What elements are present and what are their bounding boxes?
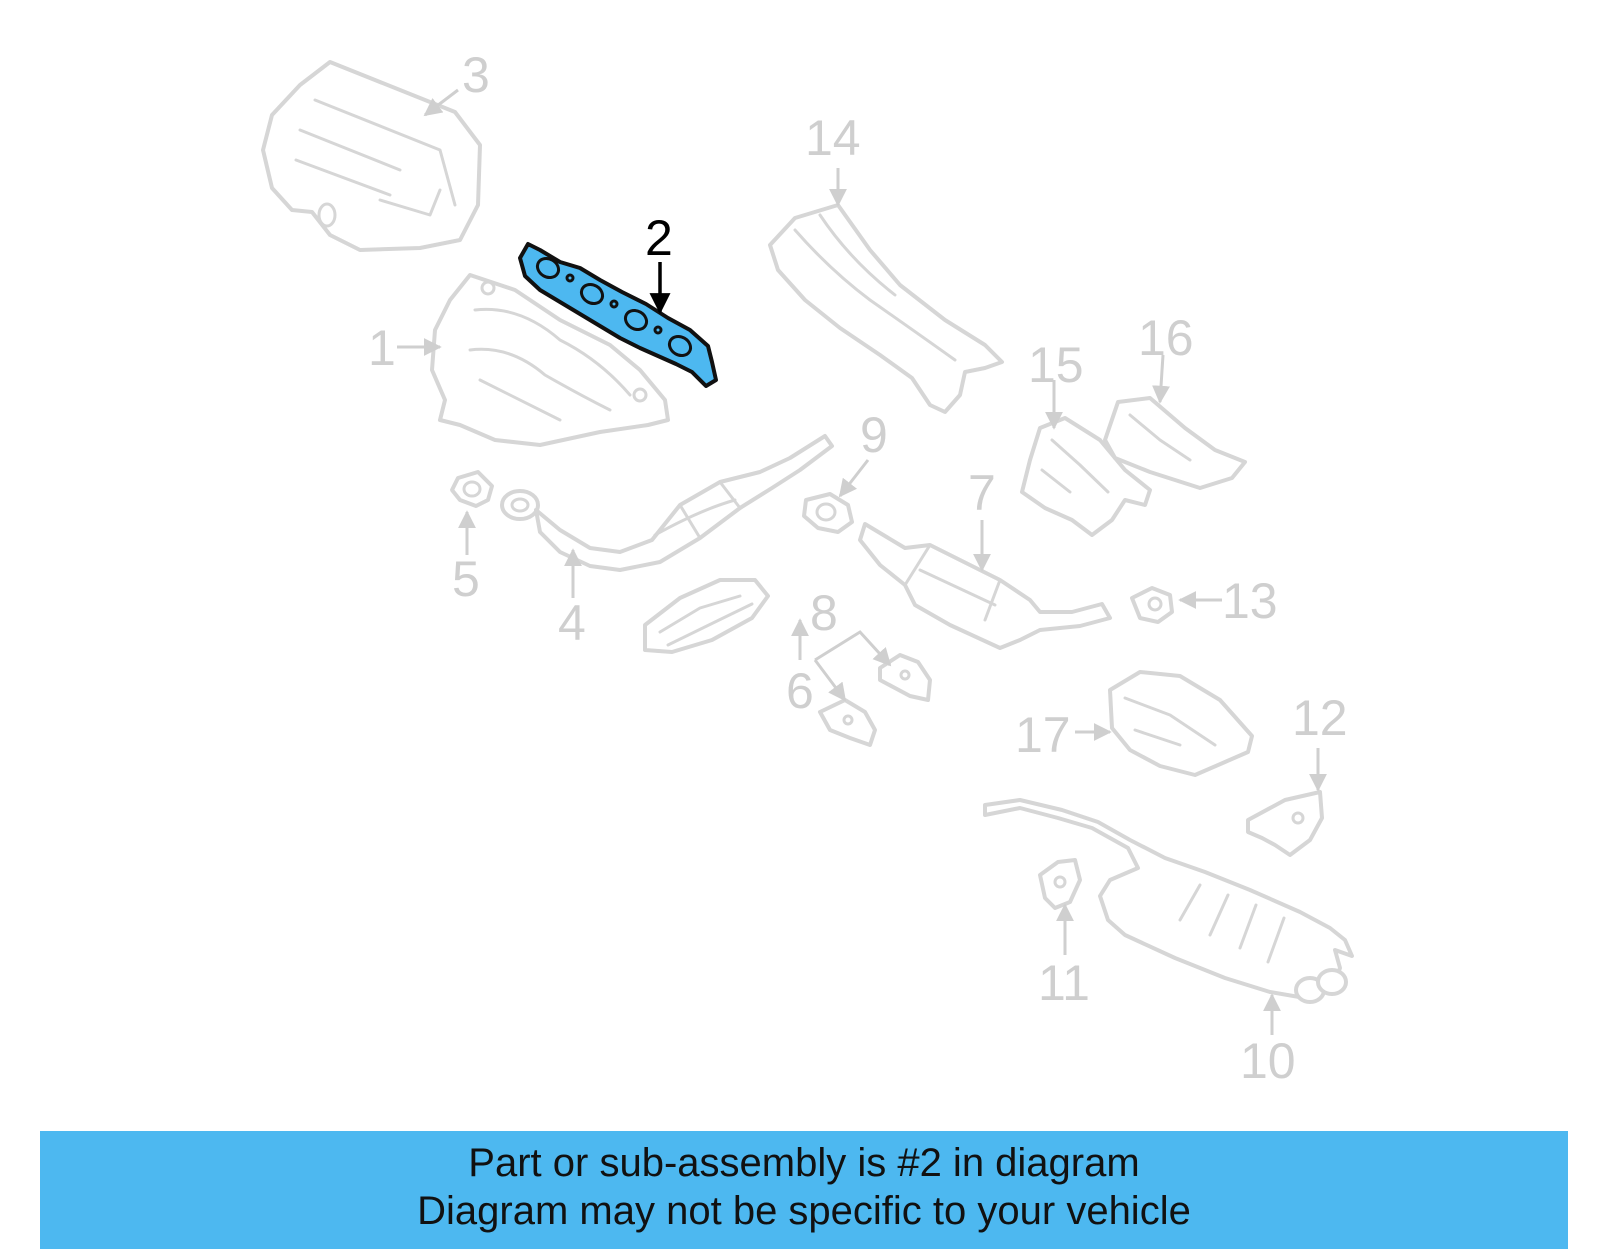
callout-13: 13 <box>1222 573 1278 629</box>
part-info-line: Part or sub-assembly is #2 in diagram <box>468 1141 1140 1185</box>
part-1-exhaust-manifold <box>430 273 670 447</box>
part-12-bracket <box>1246 790 1324 857</box>
part-5-gasket <box>450 470 494 508</box>
part-14-heat-shield <box>768 203 1004 414</box>
part-15-heat-shield <box>1020 416 1152 537</box>
callout-11: 11 <box>1038 955 1090 1011</box>
part-lower-heat-shield <box>643 578 770 654</box>
callout-9: 9 <box>860 407 888 463</box>
callout-5: 5 <box>452 551 480 607</box>
disclaimer-line: Diagram may not be specific to your vehi… <box>417 1189 1191 1233</box>
part-17-heat-shield <box>1108 670 1254 777</box>
part-6-bracket <box>818 698 877 747</box>
callout-6: 6 <box>786 663 814 719</box>
part-10-muffler <box>983 798 1354 1004</box>
callout-7: 7 <box>968 465 996 521</box>
part-16-heat-shield <box>1103 396 1247 490</box>
callout-16: 16 <box>1138 310 1194 366</box>
part-11-hanger <box>1038 858 1082 910</box>
callout-17: 17 <box>1015 707 1071 763</box>
callout-4: 4 <box>558 595 586 651</box>
callout-3: 3 <box>462 47 490 103</box>
part-2-exhaust-manifold-gasket <box>518 242 718 388</box>
part-7-center-pipe <box>858 522 1112 650</box>
callout-14: 14 <box>805 110 861 166</box>
callout-1: 1 <box>368 320 396 376</box>
callout-12: 12 <box>1292 690 1348 746</box>
part-9-connector <box>802 492 854 534</box>
part-8-bracket <box>878 653 932 702</box>
part-4-front-pipe <box>500 434 834 572</box>
part-3-heat-shield <box>261 60 482 252</box>
part-13-hanger <box>1130 586 1174 624</box>
info-banner: Part or sub-assembly is #2 in diagram Di… <box>40 1131 1568 1249</box>
callout-2: 2 <box>645 210 673 266</box>
callout-15: 15 <box>1028 337 1084 393</box>
callout-10: 10 <box>1240 1033 1296 1089</box>
callout-8: 8 <box>810 585 838 641</box>
